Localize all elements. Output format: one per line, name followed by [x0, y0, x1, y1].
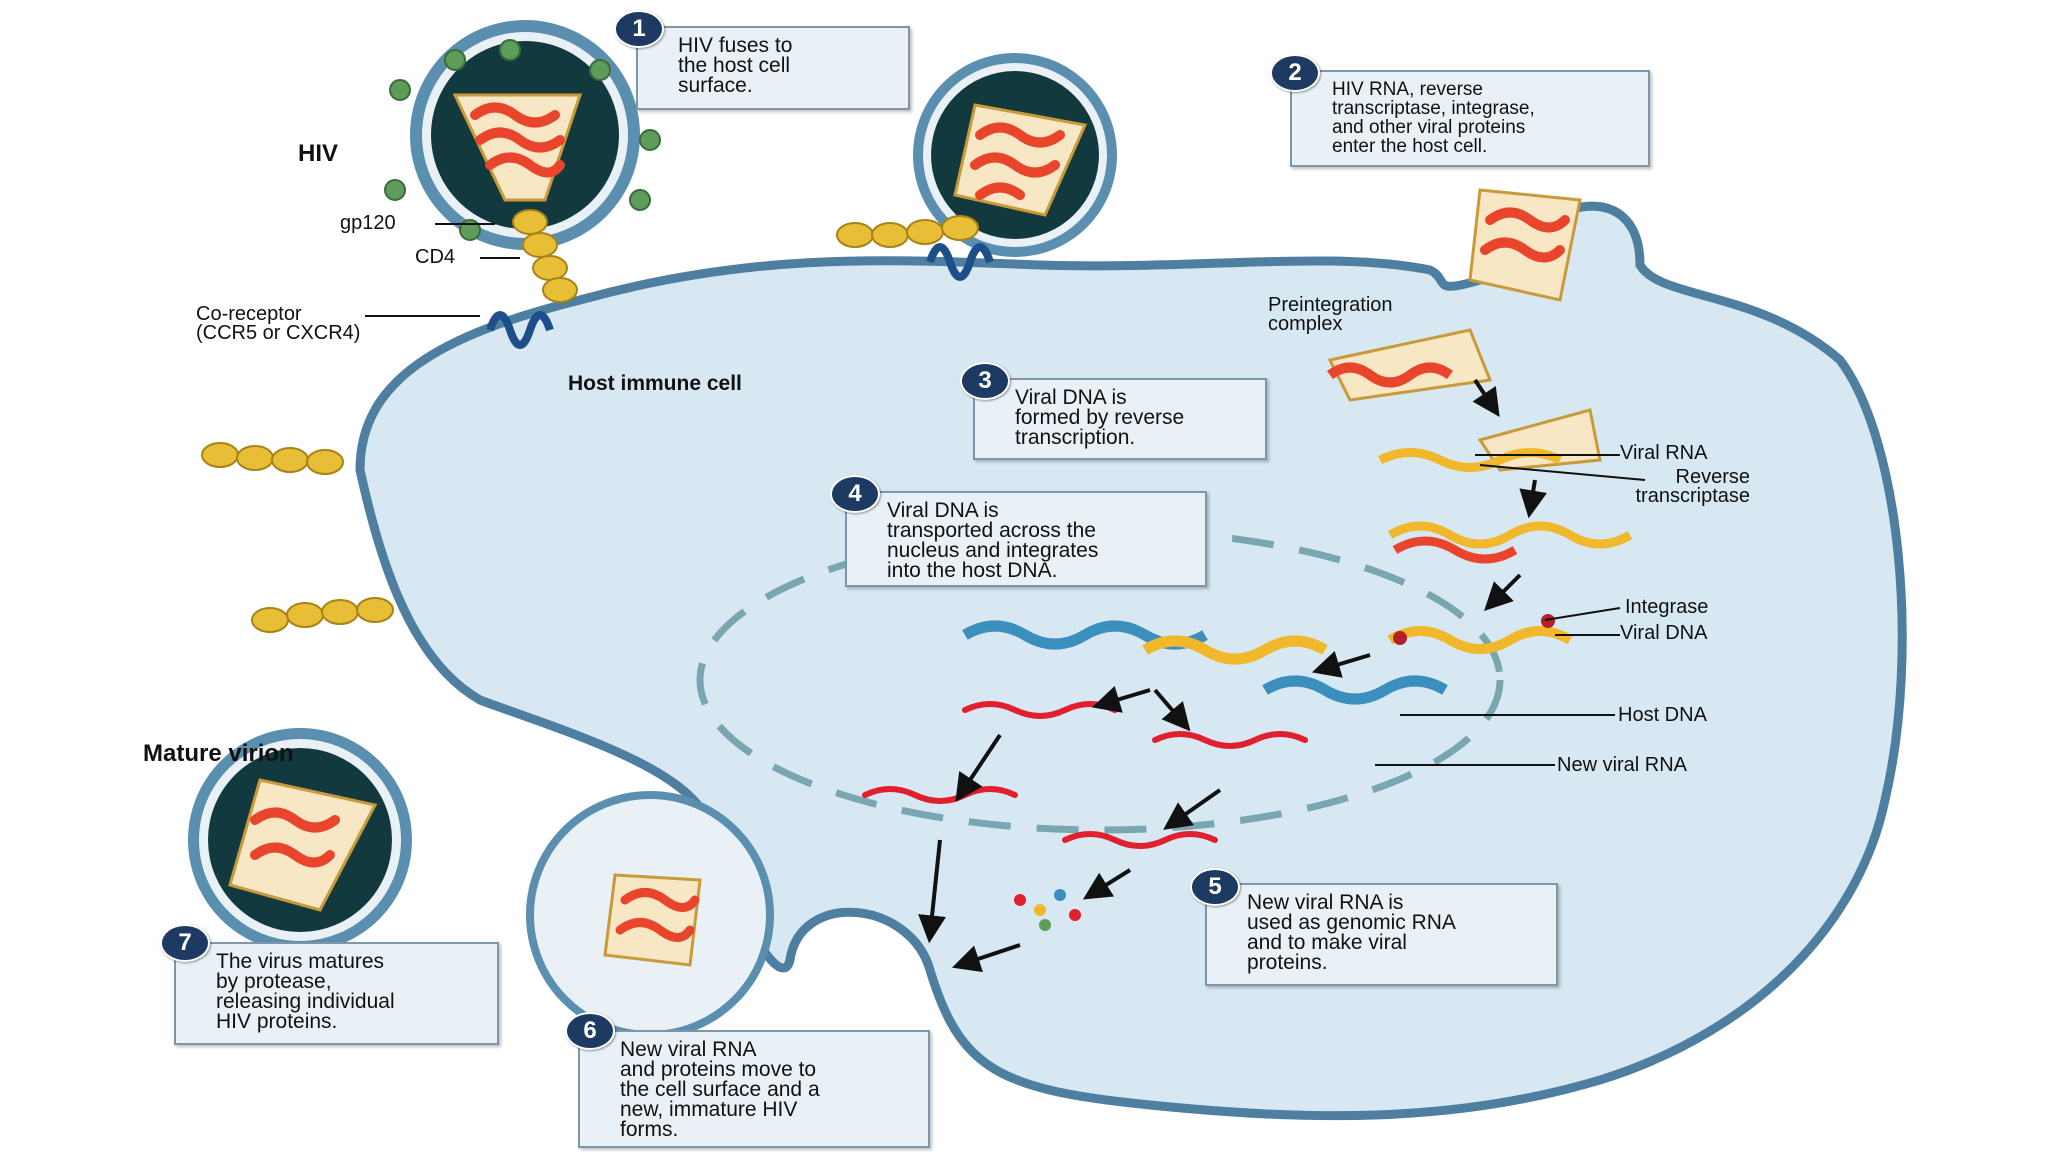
gp120-label: gp120	[340, 212, 396, 234]
co-receptor-label: Co-receptor (CCR5 or CXCR4)	[196, 303, 361, 344]
step-2-badge: 2	[1270, 54, 1320, 92]
cd4-receptor-fusing	[836, 215, 979, 248]
process-arrows	[918, 378, 1548, 973]
host-immune-cell-label: Host immune cell	[568, 372, 742, 395]
new-viral-rna-strands	[862, 701, 1308, 849]
immature-virion-budding	[526, 791, 774, 1039]
co-receptor-coil	[486, 311, 554, 349]
mature-virion-graphic	[188, 728, 412, 952]
new-viral-rna-label: New viral RNA	[1557, 754, 1688, 776]
step-6-box: New viral RNA and proteins move to the c…	[578, 1030, 930, 1148]
hiv-virion-entering	[410, 20, 640, 250]
host-dna-label: Host DNA	[1618, 704, 1707, 726]
hiv-label: HIV	[298, 140, 339, 167]
integrase-label: Integrase	[1625, 596, 1709, 618]
mature-virion-label: Mature virion	[143, 740, 294, 767]
step-5-badge: 5	[1190, 868, 1240, 906]
viral-protein-dots	[1014, 889, 1081, 931]
step-7-badge: 7	[160, 924, 210, 962]
step-1-badge: 1	[614, 10, 664, 48]
step-2-box: HIV RNA, reverse transcriptase, integras…	[1290, 70, 1650, 167]
host-dna-helix	[962, 620, 1448, 705]
cd4-receptor	[512, 209, 578, 303]
viral-rna-label: Viral RNA	[1620, 442, 1708, 464]
co-receptor-coil-fusing	[926, 243, 994, 281]
step-3-badge: 3	[960, 362, 1010, 400]
gp120-spikes	[384, 39, 661, 241]
capsid-entering	[1468, 188, 1582, 302]
step-4-badge: 4	[830, 475, 880, 513]
step-3-box: Viral DNA is formed by reverse transcrip…	[973, 378, 1267, 460]
preintegration-complex-label: Preintegration complex	[1268, 294, 1393, 335]
cd4-label: CD4	[415, 246, 456, 268]
step-7-box: The virus matures by protease, releasing…	[174, 942, 499, 1045]
step-5-box: New viral RNA is used as genomic RNA and…	[1205, 883, 1558, 986]
step-1-box: HIV fuses to the host cell surface.	[636, 26, 910, 110]
right-label-leaders	[1375, 454, 1646, 766]
step-6-badge: 6	[565, 1012, 615, 1050]
step-4-box: Viral DNA is transported across the nucl…	[845, 491, 1207, 587]
reverse-transcriptase-label: Reverse transcriptase	[1635, 466, 1751, 507]
hiv-virion-fusing	[913, 53, 1117, 257]
cd4-chain-left	[201, 442, 394, 633]
viral-dna-label: Viral DNA	[1620, 622, 1708, 644]
